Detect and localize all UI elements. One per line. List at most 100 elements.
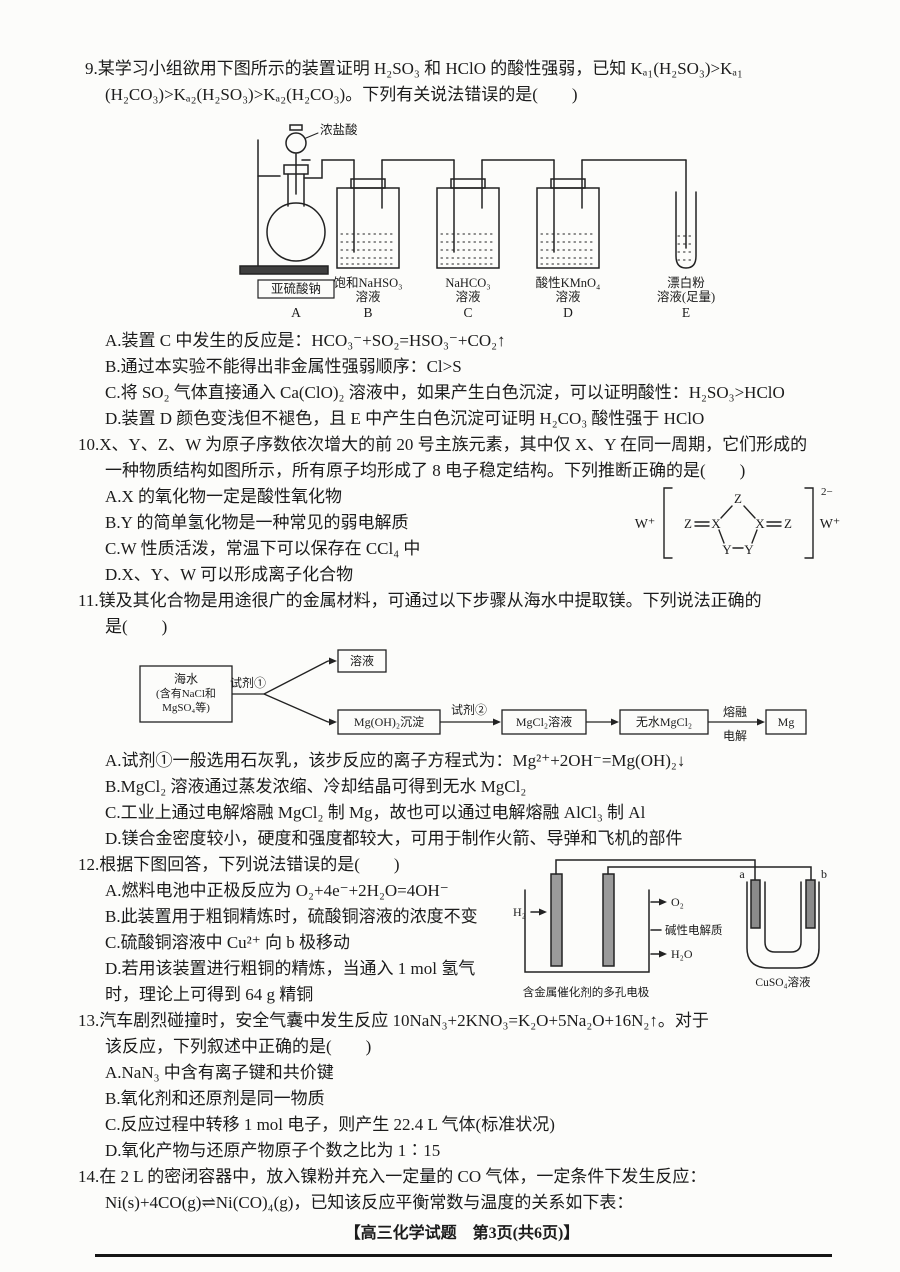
label-tube-e-1: 漂白粉 <box>667 275 705 290</box>
q10-option-b: B.Y 的简单氢化物是一种常见的弱电解质 <box>105 513 409 532</box>
q12-stem-line-1: 12.根据下图回答，下列说法错误的是( ) <box>78 855 400 874</box>
q9-option-a: A.装置 C 中发生的反应是：HCO₃⁻+SO₂=HSO₃⁻+CO₂↑ <box>105 331 506 350</box>
page-footer: 【高三化学试题 第3页(共6页)】 <box>344 1225 580 1242</box>
q12-option-d: D.若用该装置进行粗铜的精炼，当通入 1 mol 氢气时，理论上可得到 64 g… <box>105 959 476 1004</box>
h2o-label: H₂O <box>671 947 693 961</box>
q12-number: 12. <box>78 855 100 874</box>
label-tube-e-2: 溶液(足量) <box>657 289 715 304</box>
atom-y-left: Y <box>722 542 732 557</box>
atom-z-top: Z <box>734 491 742 506</box>
q13-stem-line-2: 该反应，下列叙述中正确的是( ) <box>105 1037 372 1056</box>
q11-option-d: D.镁合金密度较小，硬度和强度都较大，可用于制作火箭、导弹和飞机的部件 <box>105 829 683 848</box>
q13-options: A.NaN₃ 中含有离子键和共价键 B.氧化剂和还原剂是同一物质 C.反应过程中… <box>78 1060 846 1164</box>
h2-label: H₂ <box>513 905 526 919</box>
tube-flask-to-b <box>303 159 355 179</box>
anhydrous-mgcl2-label: 无水MgCl₂ <box>636 715 692 729</box>
box-mg <box>765 709 807 735</box>
label-bottle-d-1: 酸性KMnO₄ <box>536 275 601 290</box>
question-14: 14.在 2 L 的密闭容器中，放入镍粉并充入一定量的 CO 气体，一定条件下发… <box>78 1164 846 1216</box>
q12-cell-diagram: H₂ O₂ 碱性电解质 H₂O 含金属催化剂的多孔电极 a b CuSO₄溶液 <box>513 859 827 999</box>
electrolysis-line-2: 电解 <box>723 729 747 743</box>
q13-option-c: C.反应过程中转移 1 mol 电子，则产生 22.4 L 气体(标准状况) <box>105 1115 555 1134</box>
question-13: 13.汽车剧烈碰撞时，安全气囊中发生反应 10NaN₃+2KNO₃=K₂O+5N… <box>78 1008 846 1164</box>
q11-stem-line-2: 是( ) <box>105 617 168 636</box>
q11-options: A.试剂①一般选用石灰乳，该步反应的离子方程式为：Mg²⁺+2OH⁻=Mg(OH… <box>78 748 846 852</box>
gas-bottle-d <box>536 159 687 269</box>
label-bottle-c-1: NaHCO₃ <box>445 276 490 290</box>
fuel-cell-container <box>524 889 650 973</box>
wire-right <box>607 866 812 881</box>
q12-arrowheads <box>539 898 667 958</box>
q11-flowchart-figure: 海水 (含有NaCl和 MgSO₄等) 试剂① 溶液 Mg(OH)₂沉淀 试剂②… <box>138 646 846 744</box>
ion-charge: 2− <box>821 486 833 498</box>
label-letter-d: D <box>563 305 573 320</box>
question-11: 11.镁及其化合物是用途很广的金属材料，可通过以下步骤从海水中提取镁。下列说法正… <box>78 588 846 852</box>
q10-stem-line-2: 一种物质结构如图所示，所有原子均形成了 8 电子稳定结构。下列推断正确的是( ) <box>105 461 746 480</box>
reagent1-label: 试剂① <box>230 675 266 690</box>
q11-option-a: A.试剂①一般选用石灰乳，该步反应的离子方程式为：Mg²⁺+2OH⁻=Mg(OH… <box>105 751 686 770</box>
q12-option-b: B.此装置用于粗铜精炼时，硫酸铜溶液的浓度不变 <box>105 907 478 926</box>
q14-stem-line-2: Ni(s)+4CO(g)⇌Ni(CO)₄(g)，已知该反应平衡常数与温度的关系如… <box>105 1193 634 1212</box>
q11-flowchart: 海水 (含有NaCl和 MgSO₄等) 试剂① 溶液 Mg(OH)₂沉淀 试剂②… <box>139 649 807 743</box>
q9-option-b: B.通过本实验不能得出非金属性强弱顺序：Cl>S <box>105 357 462 376</box>
q10-structure-figure: W⁺ Z Z Z X X Y Y 2− W⁺ <box>631 478 846 570</box>
q9-number: 9. <box>85 59 98 78</box>
electrolysis-line-1: 熔融 <box>723 704 747 719</box>
o2-label: O₂ <box>671 895 684 909</box>
flask-reagent-box <box>257 279 335 299</box>
q13-option-b: B.氧化剂和还原剂是同一物质 <box>105 1089 325 1108</box>
q10-options: A.X 的氧化物一定是酸性氧化物 B.Y 的简单氢化物是一种常见的弱电解质 C.… <box>78 484 846 588</box>
question-9: 9.某学习小组欲用下图所示的装置证明 H₂SO₃ 和 HClO 的酸性强弱，已知… <box>78 56 846 432</box>
q11-flowchart-labels: 海水 (含有NaCl和 MgSO₄等) 试剂① 溶液 Mg(OH)₂沉淀 试剂②… <box>156 653 794 743</box>
mgcl2-solution-label: MgCl₂溶液 <box>516 714 572 729</box>
atom-x-left: X <box>711 516 721 531</box>
q9-apparatus-labels: 浓盐酸 亚硫酸钠 A 饱和NaHSO₃ 溶液 B NaHCO₃ 溶液 C 酸性K… <box>271 122 715 320</box>
q13-stem-line-1: 13.汽车剧烈碰撞时，安全气囊中发生反应 10NaN₃+2KNO₃=K₂O+5N… <box>78 1011 709 1030</box>
solution-label: 溶液 <box>350 653 374 668</box>
cuso4-label: CuSO₄溶液 <box>755 975 811 989</box>
label-bottle-b-1: 饱和NaHSO₃ <box>334 275 403 290</box>
label-flask-reagent: 亚硫酸钠 <box>271 281 321 296</box>
q13-option-a: A.NaN₃ 中含有离子键和共价键 <box>105 1063 334 1082</box>
scan-edge-line <box>95 1254 832 1257</box>
seawater-line-1: 海水 <box>174 671 198 686</box>
q9-option-c: C.将 SO₂ 气体直接通入 Ca(ClO)₂ 溶液中，如果产生白色沉淀，可以证… <box>105 383 785 402</box>
u-tube-outer <box>746 881 820 969</box>
flask <box>266 202 326 262</box>
q10-option-a: A.X 的氧化物一定是酸性氧化物 <box>105 487 343 506</box>
fuel-cell-electrode-right <box>602 873 615 967</box>
q13-option-d: D.氧化产物与还原产物原子个数之比为 1∶15 <box>105 1141 441 1160</box>
box-solution <box>337 649 387 673</box>
label-letter-a: A <box>291 305 301 320</box>
question-12: H₂ O₂ 碱性电解质 H₂O 含金属催化剂的多孔电极 a b CuSO₄溶液 … <box>78 852 846 1008</box>
wire-left <box>555 859 756 881</box>
q12-option-a: A.燃料电池中正极反应为 O₂+4e⁻+2H₂O=4OH⁻ <box>105 881 449 900</box>
atom-z-ext-left: Z <box>684 516 692 531</box>
gas-bottle-c <box>436 159 555 269</box>
electrode-a-label: a <box>739 867 745 881</box>
q9-options: A.装置 C 中发生的反应是：HCO₃⁻+SO₂=HSO₃⁻+CO₂↑ B.通过… <box>78 328 846 432</box>
bracket-right <box>804 487 814 559</box>
q9-stem-line-2: (H₂CO₃)>Kₐ₂(H₂SO₃)>Kₐ₂(H₂CO₃)。下列有关说法错误的是… <box>105 85 578 104</box>
q10-option-c: C.W 性质活泼，常温下可以保存在 CCl₄ 中 <box>105 539 421 558</box>
q13-number: 13. <box>78 1011 100 1030</box>
atom-y-right: Y <box>744 542 754 557</box>
flow-arrowheads <box>329 657 765 726</box>
electrode-b-bar <box>805 879 816 929</box>
stand-base <box>239 265 329 275</box>
electrode-a-bar <box>750 879 761 929</box>
label-bottle-c-2: 溶液 <box>455 289 481 304</box>
q10-structure-diagram: W⁺ Z Z Z X X Y Y 2− W⁺ <box>635 486 840 559</box>
mg-label: Mg <box>778 715 795 729</box>
cation-left: W⁺ <box>635 517 656 532</box>
q11-option-b: B.MgCl₂ 溶液通过蒸发浓缩、冷却结晶可得到无水 MgCl₂ <box>105 777 527 796</box>
q9-apparatus-diagram: 浓盐酸 亚硫酸钠 A 饱和NaHSO₃ 溶液 B NaHCO₃ 溶液 C 酸性K… <box>239 122 715 320</box>
label-funnel-reagent: 浓盐酸 <box>320 122 358 137</box>
reagent2-label: 试剂② <box>451 702 487 717</box>
seawater-line-3: MgSO₄等) <box>162 700 210 714</box>
q12-options: A.燃料电池中正极反应为 O₂+4e⁻+2H₂O=4OH⁻ B.此装置用于粗铜精… <box>78 878 846 1008</box>
precipitate-label: Mg(OH)₂沉淀 <box>354 715 424 729</box>
q9-option-d: D.装置 D 颜色变浅但不褪色，且 E 中产生白色沉淀可证明 H₂CO₃ 酸性强… <box>105 409 705 428</box>
q12-diagram-labels: H₂ O₂ 碱性电解质 H₂O 含金属催化剂的多孔电极 a b CuSO₄溶液 <box>513 867 827 999</box>
